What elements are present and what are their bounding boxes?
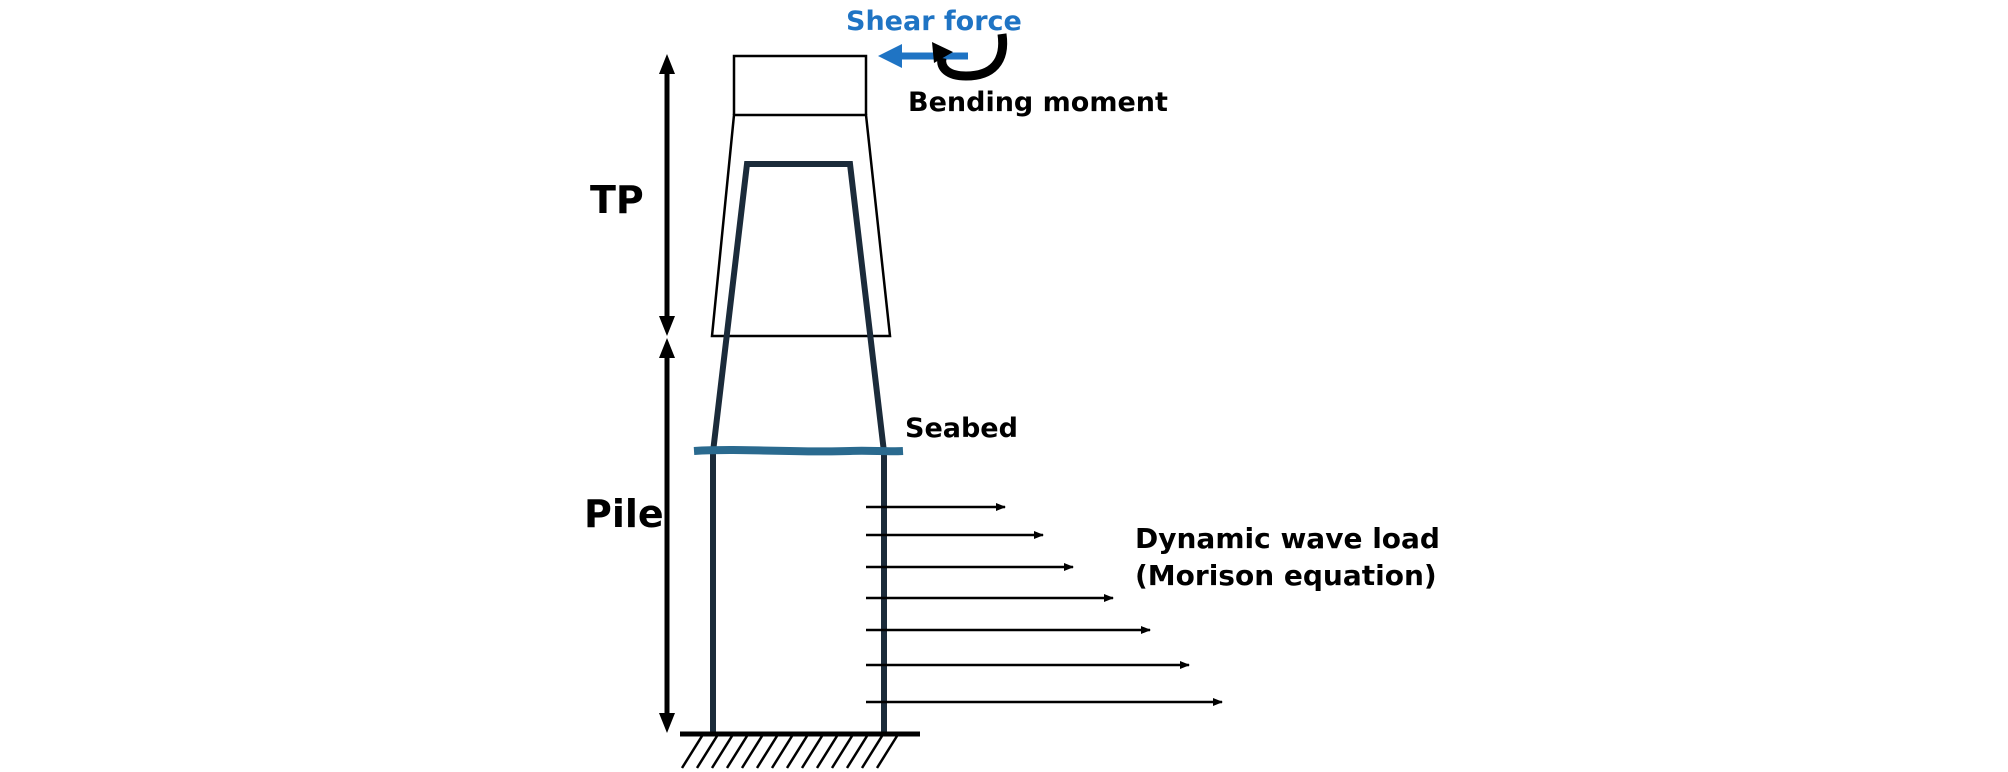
hatch-line	[770, 735, 794, 769]
fixed-support	[680, 731, 920, 769]
hatch-line	[695, 735, 719, 769]
hatch-line	[815, 735, 839, 769]
hatch-line	[785, 735, 809, 769]
wave-load-label-line1: Dynamic wave load	[1135, 522, 1440, 555]
hatch-line	[680, 735, 704, 769]
seabed-line	[693, 446, 904, 456]
shear-force-arrow	[878, 44, 968, 68]
wave-load-label-line2: (Morison equation)	[1135, 559, 1437, 592]
seabed-label: Seabed	[905, 413, 1018, 444]
shear-force-label: Shear force	[846, 6, 1022, 37]
hatch-line	[875, 735, 899, 769]
hatch-line	[845, 735, 869, 769]
hatch-line	[710, 735, 734, 769]
pile-dimension-arrow	[659, 338, 675, 733]
bending-moment-label: Bending moment	[908, 87, 1168, 118]
tp-outline	[710, 54, 892, 338]
pile-label: Pile	[584, 492, 664, 536]
hatch-line	[725, 735, 749, 769]
bending-moment-arrow	[932, 33, 1008, 81]
hatch-line	[800, 735, 824, 769]
hatch-line	[740, 735, 764, 769]
hatch-line	[755, 735, 779, 769]
pile-structure	[710, 161, 887, 733]
tp-label: TP	[590, 178, 644, 222]
hatch-line	[830, 735, 854, 769]
hatch-line	[860, 735, 884, 769]
wave-load-arrows	[866, 503, 1223, 706]
tp-dimension-arrow	[659, 54, 675, 336]
